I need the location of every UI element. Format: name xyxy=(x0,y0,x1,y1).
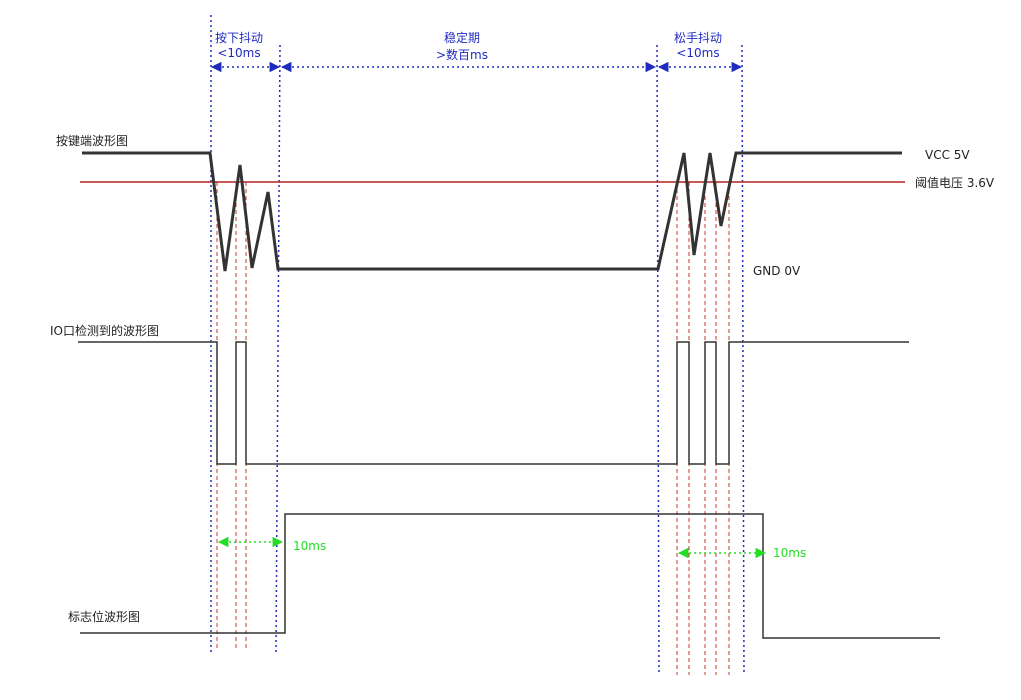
boundary-release-start xyxy=(656,44,660,676)
transition-guides xyxy=(216,182,730,675)
flag-waveform xyxy=(80,513,940,639)
phase-release-duration: <10ms xyxy=(676,46,719,60)
boundary-press-end xyxy=(275,44,281,653)
key-waveform-label: 按键端波形图 xyxy=(56,134,128,148)
io-waveform xyxy=(78,341,909,465)
phase-boundaries xyxy=(210,15,745,676)
phase-stable-duration: >数百ms xyxy=(436,47,488,62)
gnd-label: GND 0V xyxy=(753,264,801,278)
release-delay-label: 10ms xyxy=(773,546,806,560)
key-waveform xyxy=(82,151,902,272)
vcc-label: VCC 5V xyxy=(925,148,970,162)
phase-press-title: 按下抖动 xyxy=(215,31,263,45)
flag-waveform-label: 标志位波形图 xyxy=(68,609,140,624)
phase-stable-title: 稳定期 xyxy=(444,30,480,45)
press-delay-label: 10ms xyxy=(293,539,326,553)
io-waveform-label: IO口检测到的波形图 xyxy=(50,323,159,338)
boundary-release-end xyxy=(741,44,745,676)
phase-press-duration: <10ms xyxy=(217,46,260,60)
phase-release-title: 松手抖动 xyxy=(674,31,722,45)
threshold-label: 阈值电压 3.6V xyxy=(915,175,995,190)
